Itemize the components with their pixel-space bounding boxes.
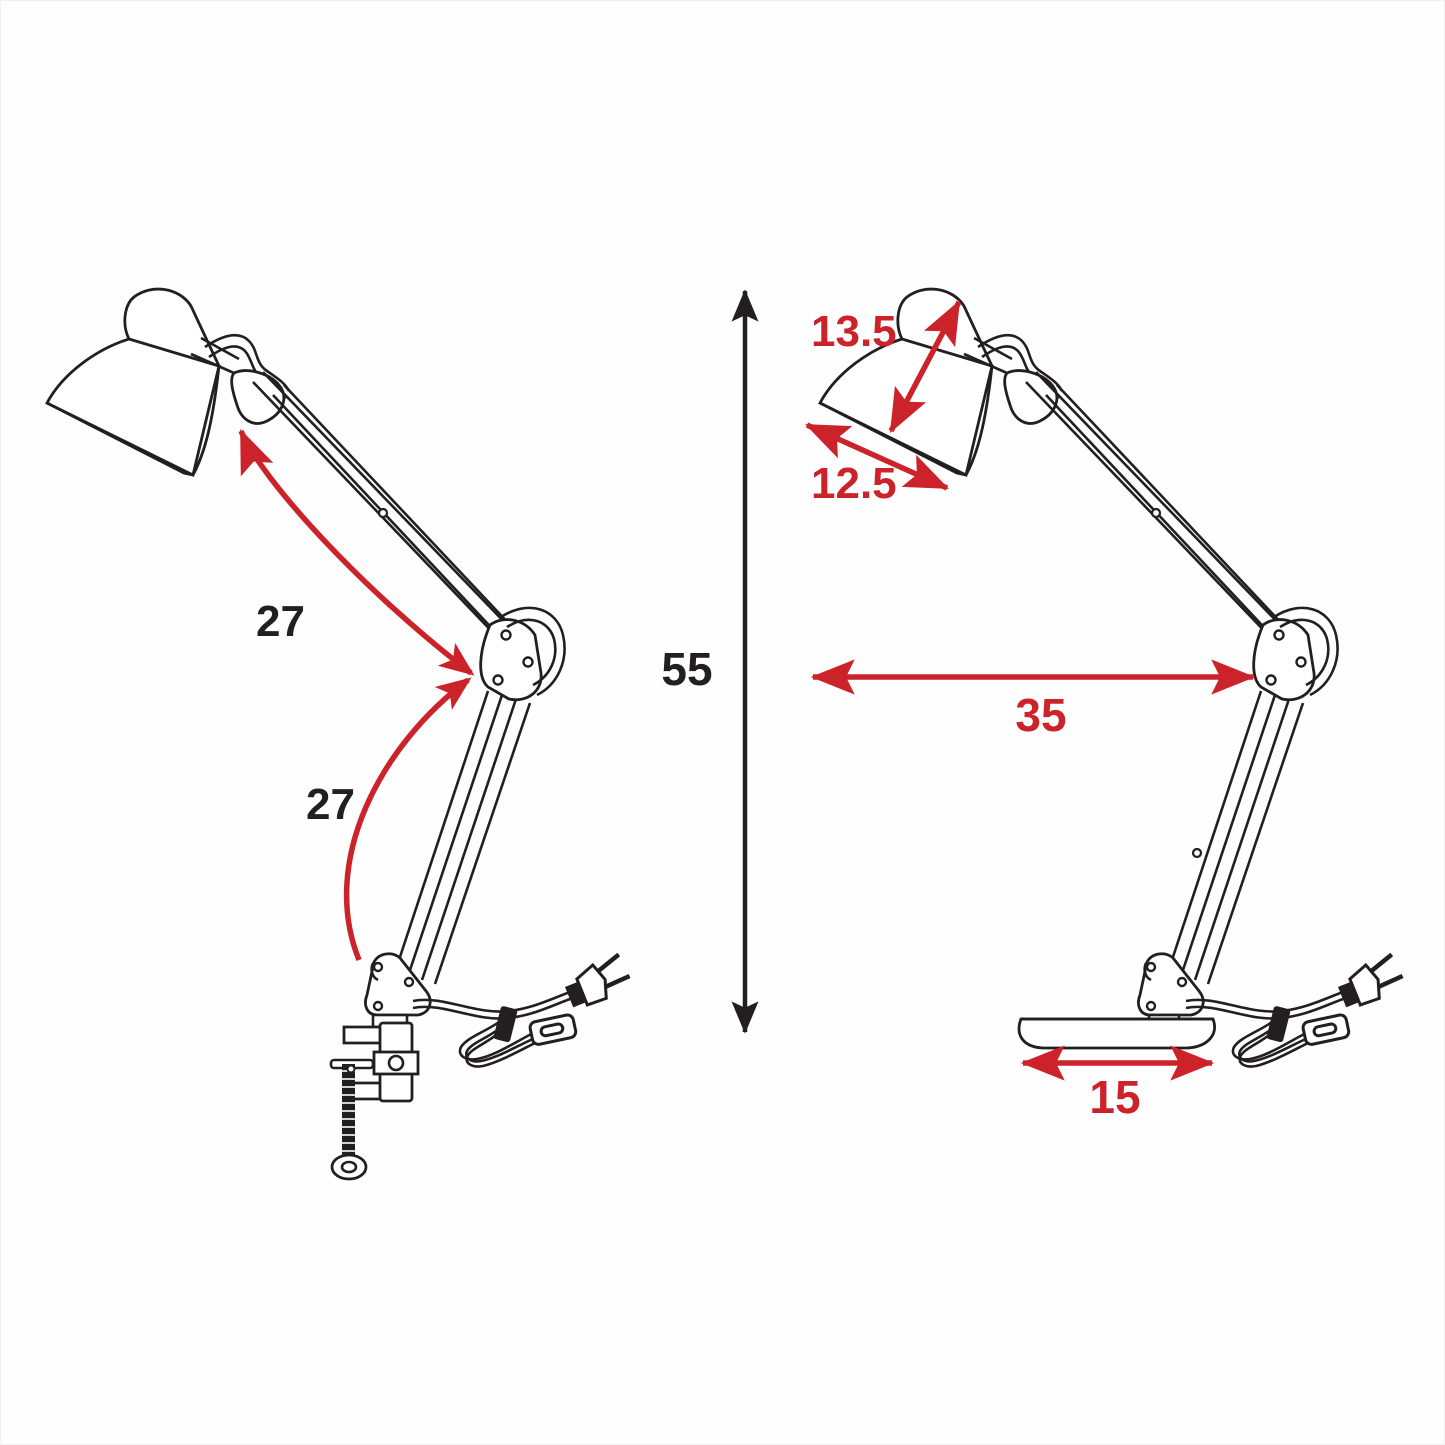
base-lamp-power-cord	[1186, 954, 1407, 1067]
clamp-lamp-power-cord	[413, 954, 634, 1067]
base-lamp-lower-arm	[1166, 690, 1305, 985]
figure-base-lamp: 13.5 12.5 35 15	[804, 287, 1407, 1123]
figure-clamp-lamp: 27 27	[45, 287, 634, 1181]
label-shade-height-135: 13.5	[811, 307, 897, 356]
annotation-shade-width-125: 12.5	[804, 422, 950, 508]
base-lamp-elbow-joint	[1252, 606, 1339, 702]
clamp-lamp-shade	[45, 287, 221, 478]
label-lower-arm-27: 27	[306, 780, 355, 829]
annotation-lower-arm-27: 27	[306, 780, 355, 829]
annotation-shade-height-135: 13.5	[811, 300, 962, 433]
base-lamp-upper-arm	[1025, 371, 1303, 656]
clamp-lamp-elbow-joint	[479, 606, 566, 702]
annotation-total-height-55: 55	[661, 289, 759, 1034]
annotation-reach-35: 35	[810, 659, 1256, 741]
label-total-height-55: 55	[661, 643, 712, 695]
clamp-lamp-lower-arm	[393, 690, 532, 985]
base-lamp-weighted-base	[1017, 1017, 1216, 1050]
annotation-upper-arm-27: 27	[238, 428, 475, 962]
base-lamp-base-joint	[1137, 952, 1205, 1027]
clamp-lamp-base-joint	[364, 952, 432, 1029]
label-upper-arm-27: 27	[256, 597, 305, 646]
clamp-lamp-c-clamp	[329, 1021, 420, 1181]
label-shade-width-125: 12.5	[811, 459, 897, 508]
label-base-diameter-15: 15	[1089, 1071, 1140, 1123]
label-reach-35: 35	[1015, 689, 1066, 741]
annotation-base-diameter-15: 15	[1020, 1045, 1215, 1123]
